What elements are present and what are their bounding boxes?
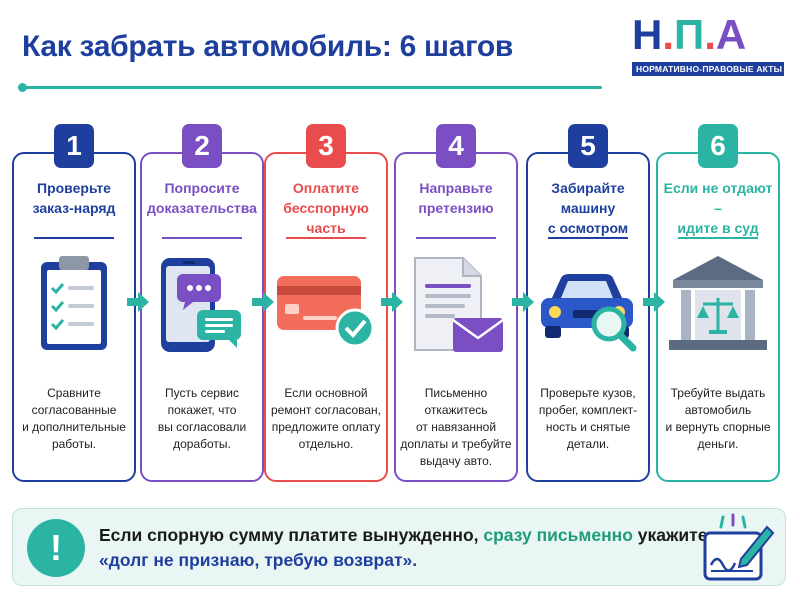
step-number-3: 3 bbox=[306, 124, 346, 168]
arrow-right-icon bbox=[381, 292, 403, 312]
card-check-icon bbox=[277, 276, 375, 348]
note-line-1: Если спорную сумму платите вынужденно, с… bbox=[99, 525, 714, 545]
phone-chat-icon bbox=[161, 258, 241, 352]
logo-caption: НОРМАТИВНО-ПРАВОВЫЕ АКТЫ bbox=[632, 62, 784, 76]
step-number-4: 4 bbox=[436, 124, 476, 168]
logo-letter-a: А bbox=[715, 11, 747, 58]
bottom-note: ! Если спорную сумму платите вынужденно,… bbox=[12, 508, 786, 586]
divider bbox=[548, 237, 628, 239]
divider bbox=[286, 237, 366, 239]
courthouse-icon bbox=[669, 256, 767, 350]
arrow-right-icon bbox=[512, 292, 534, 312]
page-title: Как забрать автомобиль: 6 шагов bbox=[22, 30, 514, 63]
divider bbox=[678, 237, 758, 239]
logo-letters: Н . П . А bbox=[632, 14, 784, 56]
logo: Н . П . А НОРМАТИВНО-ПРАВОВЫЕ АКТЫ bbox=[632, 14, 784, 76]
arrow-right-icon bbox=[127, 292, 149, 312]
note-text: Если спорную сумму платите вынужденно, с… bbox=[99, 523, 713, 573]
logo-letter-n: Н bbox=[632, 11, 663, 58]
divider bbox=[162, 237, 242, 239]
arrow-right-icon bbox=[643, 292, 665, 312]
step-card-6: Если не отдают –идите в суд Требуйте выд… bbox=[656, 152, 780, 482]
step-number-1: 1 bbox=[54, 124, 94, 168]
divider bbox=[416, 237, 496, 239]
step-description: Проверьте кузов,пробег, комплект-ность и… bbox=[538, 386, 638, 451]
logo-dot: . bbox=[704, 11, 716, 58]
step-number-2: 2 bbox=[182, 124, 222, 168]
step-number-5: 5 bbox=[568, 124, 608, 168]
note-highlight: сразу письменно bbox=[483, 525, 633, 545]
logo-letter-p: П bbox=[674, 11, 705, 58]
title-underline bbox=[22, 86, 602, 89]
logo-dot: . bbox=[662, 11, 675, 58]
document-envelope-icon bbox=[414, 257, 504, 352]
divider bbox=[34, 237, 114, 239]
step-title: Если не отдают –идите в суд bbox=[663, 180, 773, 236]
clipboard-checklist-icon bbox=[41, 256, 107, 350]
note-line-2: «долг не признаю, требую возврат». bbox=[99, 550, 418, 570]
exclamation-icon: ! bbox=[27, 519, 85, 577]
step-number-6: 6 bbox=[698, 124, 738, 168]
car-magnifier-icon bbox=[541, 274, 637, 352]
signing-pen-icon bbox=[703, 513, 775, 581]
arrow-right-icon bbox=[252, 292, 274, 312]
